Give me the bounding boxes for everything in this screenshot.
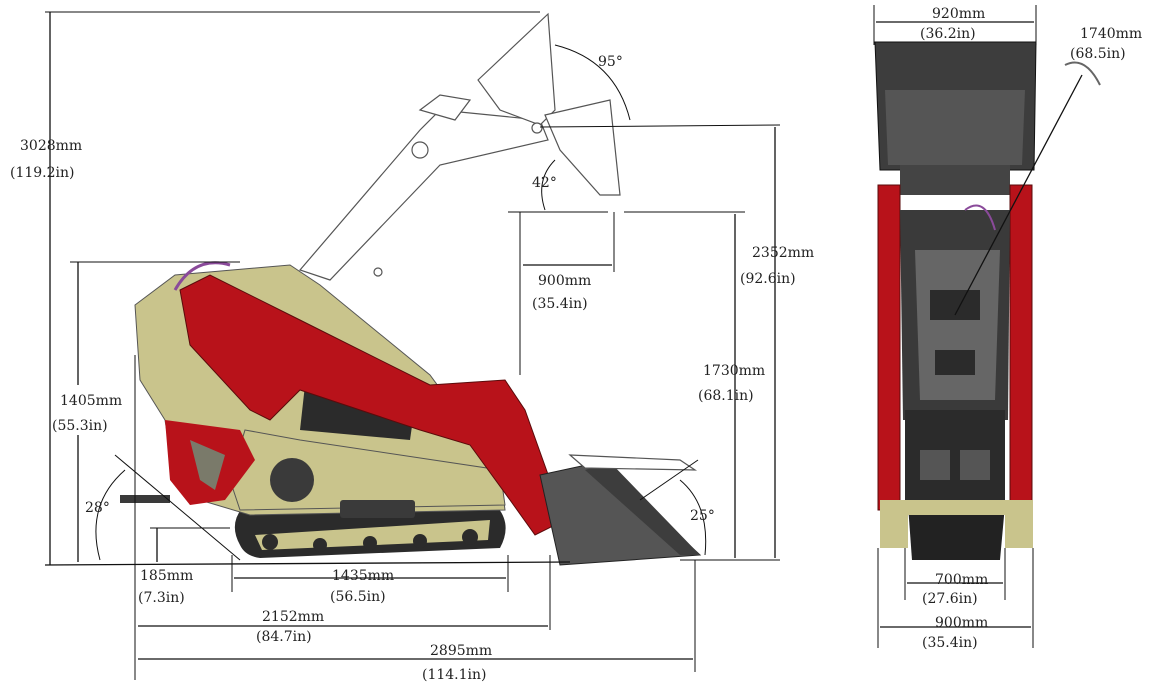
dump-reach-mm: 900mm (538, 273, 591, 289)
side-view-dimensions: 3028mm (119.2in) 95° 42° 900mm (35.4in) … (10, 11, 814, 683)
step-plate (120, 495, 170, 503)
track-length-mm: 1435mm (332, 568, 394, 584)
length-no-bucket-in: (84.7in) (256, 629, 312, 645)
hinge-height-mm: 1730mm (703, 363, 765, 379)
raised-arm-outline (298, 12, 621, 281)
bucket (539, 454, 702, 566)
overall-height-mm: 3028mm (20, 138, 82, 154)
length-no-bucket-mm: 2152mm (262, 609, 324, 625)
side-view-machine (120, 12, 702, 566)
machine-height-in: (55.3in) (52, 418, 108, 434)
overall-width-mm: 900mm (935, 615, 988, 631)
ground-clearance-in: (7.3in) (138, 590, 185, 606)
track (234, 500, 506, 558)
lift-arm (165, 261, 556, 536)
departure-angle: 28° (85, 500, 110, 516)
dump-angle: 95° (598, 54, 623, 70)
front-view-dimensions: 920mm (36.2in) 1740mm (68.5in) 700mm (27… (873, 5, 1142, 651)
track-length-in: (56.5in) (330, 589, 386, 605)
turning-radius-mm: 1740mm (1080, 26, 1142, 42)
turning-radius-in: (68.5in) (1070, 46, 1126, 62)
rollback-angle-top: 42° (532, 175, 557, 191)
track-gauge-in: (27.6in) (922, 591, 978, 607)
overall-length-in: (114.1in) (422, 667, 487, 683)
machine-height-mm: 1405mm (60, 393, 122, 409)
ground-clearance-mm: 185mm (140, 568, 193, 584)
dump-height-mm: 2352mm (752, 245, 814, 261)
front-view-machine (874, 41, 1101, 560)
overall-width-in: (35.4in) (922, 635, 978, 651)
bucket-width-in: (36.2in) (920, 26, 976, 42)
bucket-angle: 25° (690, 508, 715, 524)
overall-height-in: (119.2in) (10, 165, 75, 181)
track-gauge-mm: 700mm (935, 572, 988, 588)
dump-height-in: (92.6in) (740, 271, 796, 287)
hinge-height-in: (68.1in) (698, 388, 754, 404)
overall-length-mm: 2895mm (430, 643, 492, 659)
dump-reach-in: (35.4in) (532, 296, 588, 312)
bucket-width-mm: 920mm (932, 6, 985, 22)
